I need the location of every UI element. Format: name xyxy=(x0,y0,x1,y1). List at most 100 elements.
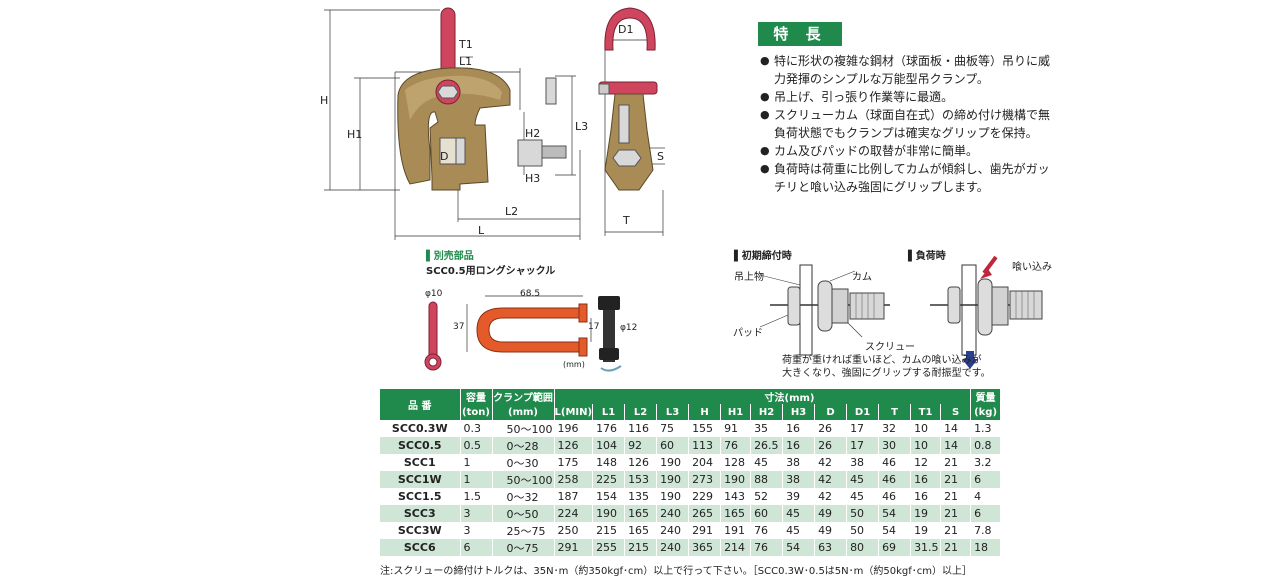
table-cell: 54 xyxy=(878,505,912,522)
table-cell: 60 xyxy=(656,437,690,454)
header-mass: 質量 xyxy=(970,389,1002,404)
header-dims: 寸法(mm) xyxy=(554,389,972,404)
table-cell: 50〜100 xyxy=(492,471,555,488)
label-screw: スクリュー xyxy=(865,342,915,353)
table-cell: 14 xyxy=(940,437,972,454)
feature-item: 負荷時は荷重に比例してカムが傾斜し、歯先がガッチリと喰い込み強固にグリップします… xyxy=(760,160,1060,196)
long-shackle-diagram xyxy=(424,295,622,372)
table-cell-model: SCC6 xyxy=(380,539,461,556)
table-cell: 265 xyxy=(688,505,722,522)
dim-37: 37 xyxy=(453,322,465,332)
table-cell: 54 xyxy=(878,522,912,539)
table-cell: 92 xyxy=(624,437,658,454)
table-cell: 190 xyxy=(592,505,626,522)
label-T: T xyxy=(623,214,630,227)
table-cell: 46 xyxy=(878,471,912,488)
table-cell: 3.2 xyxy=(970,454,1002,471)
label-H1: H1 xyxy=(347,128,363,141)
table-cell: 25〜75 xyxy=(492,522,555,539)
mechanism-caption-2: 大きくなり、強固にグリップする耐振型です。 xyxy=(782,368,991,379)
table-cell: 0〜75 xyxy=(492,539,555,556)
mechanism-caption-1: 荷重が重ければ重いほど、カムの喰い込みが xyxy=(782,355,982,366)
table-cell: 42 xyxy=(814,488,848,505)
table-cell: 258 xyxy=(554,471,594,488)
table-cell: 4 xyxy=(970,488,1002,505)
header-clamp-unit: (mm) xyxy=(492,404,555,420)
clamp-front-diagram xyxy=(324,7,581,240)
table-cell: 116 xyxy=(624,420,658,437)
table-cell: 175 xyxy=(554,454,594,471)
table-cell: 39 xyxy=(782,488,816,505)
table-cell: 30 xyxy=(878,437,912,454)
table-cell: 16 xyxy=(910,471,942,488)
table-cell: 225 xyxy=(592,471,626,488)
table-cell: 6 xyxy=(970,471,1002,488)
header-dim-col: L3 xyxy=(656,404,690,420)
clamp-side-diagram xyxy=(598,7,665,236)
table-cell: 135 xyxy=(624,488,658,505)
table-cell: 45 xyxy=(782,522,816,539)
table-cell: 88 xyxy=(750,471,784,488)
table-cell: 1.5 xyxy=(460,488,493,505)
table-cell: 128 xyxy=(720,454,752,471)
header-dim-col: L1 xyxy=(592,404,626,420)
table-cell: 45 xyxy=(782,505,816,522)
table-cell: 214 xyxy=(720,539,752,556)
header-dim-col: H1 xyxy=(720,404,752,420)
label-L1: L1 xyxy=(459,55,473,68)
label-bite: 喰い込み xyxy=(1012,262,1052,273)
table-cell: 26.5 xyxy=(750,437,784,454)
table-cell: 1 xyxy=(460,454,493,471)
table-cell: 291 xyxy=(688,522,722,539)
table-cell: 16 xyxy=(782,420,816,437)
header-dim-col: S xyxy=(940,404,972,420)
header-dim-col: H3 xyxy=(782,404,816,420)
table-cell: 0〜32 xyxy=(492,488,555,505)
table-cell: 16 xyxy=(910,488,942,505)
label-H: H xyxy=(320,94,329,107)
label-load: 吊上物 xyxy=(734,272,764,283)
header-dim-col: L(MIN) xyxy=(554,404,594,420)
table-cell: 1 xyxy=(460,471,493,488)
table-cell: 38 xyxy=(782,454,816,471)
table-cell: 165 xyxy=(624,522,658,539)
table-cell: 26 xyxy=(814,437,848,454)
table-cell: 49 xyxy=(814,505,848,522)
table-cell: 190 xyxy=(656,471,690,488)
parts-heading: ▌別売部品 xyxy=(426,251,474,262)
table-cell: 75 xyxy=(656,420,690,437)
dim-phi12: φ12 xyxy=(620,323,638,333)
header-dim-col: T1 xyxy=(910,404,942,420)
table-cell: 190 xyxy=(720,471,752,488)
table-cell: 204 xyxy=(688,454,722,471)
table-cell: 54 xyxy=(782,539,816,556)
table-cell: 10 xyxy=(910,437,942,454)
header-dim-col: H xyxy=(688,404,722,420)
header-dim-col: T xyxy=(878,404,912,420)
label-T1: T1 xyxy=(459,38,473,51)
label-D: D xyxy=(440,150,449,163)
table-cell: 76 xyxy=(750,522,784,539)
table-cell-model: SCC3 xyxy=(380,505,461,522)
table-cell-model: SCC0.5 xyxy=(380,437,461,454)
header-dim-col: H2 xyxy=(750,404,784,420)
table-cell-model: SCC3W xyxy=(380,522,461,539)
label-H2: H2 xyxy=(525,127,541,140)
table-cell: 76 xyxy=(750,539,784,556)
header-capacity-unit: (ton) xyxy=(460,404,493,420)
table-cell: 12 xyxy=(910,454,942,471)
label-cam: カム xyxy=(852,272,872,283)
dim-68-5: 68.5 xyxy=(520,289,541,299)
table-cell: 91 xyxy=(720,420,752,437)
table-cell: 32 xyxy=(878,420,912,437)
feature-item: 吊上げ、引っ張り作業等に最適。 xyxy=(760,88,1060,106)
table-cell: 45 xyxy=(846,488,880,505)
table-cell: 6 xyxy=(460,539,493,556)
table-cell: 191 xyxy=(720,522,752,539)
dim-phi10: φ10 xyxy=(425,289,443,299)
table-cell: 187 xyxy=(554,488,594,505)
